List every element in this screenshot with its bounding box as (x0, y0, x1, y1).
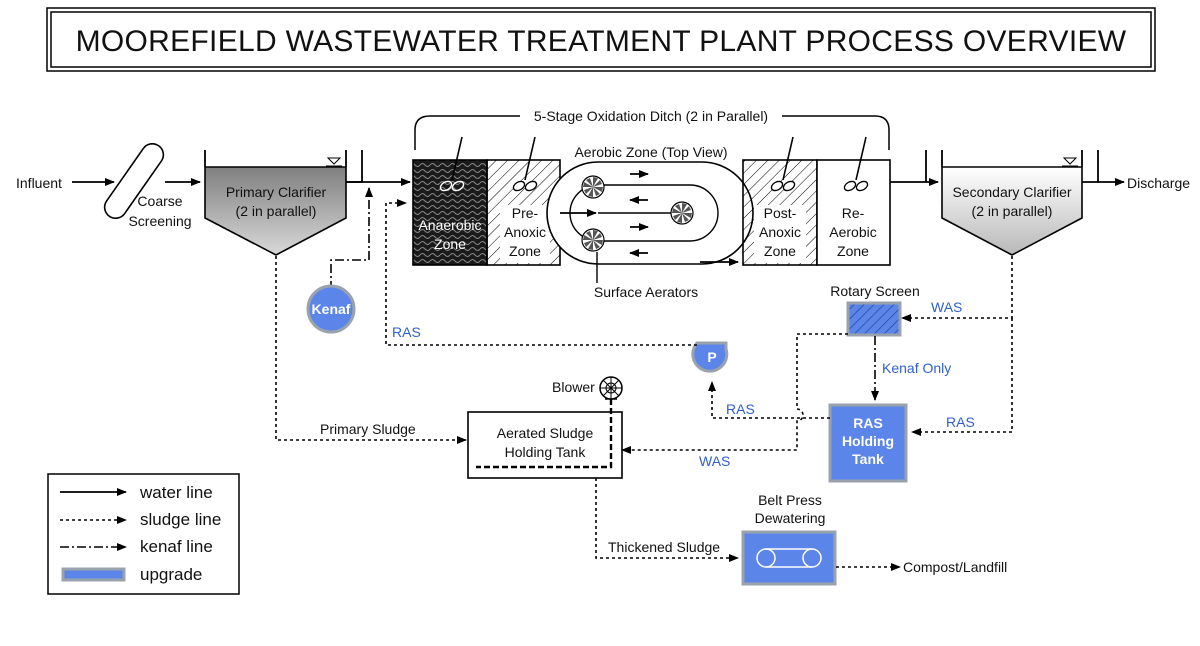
belt-press-label-line2: Dewatering (755, 510, 826, 526)
pre-anoxic-label-line2: Anoxic (504, 224, 546, 240)
was-to-aerated-tank-line (621, 333, 848, 454)
pre-anoxic-mixer-icon (512, 136, 538, 192)
surface-aerator-icon-1 (581, 175, 605, 199)
ras-holding-tank (828, 403, 908, 483)
aerobic-top-view-label: Aerobic Zone (Top View) (574, 144, 727, 160)
pre-anoxic-label-line1: Pre- (512, 205, 539, 221)
ras-return-line (385, 199, 697, 346)
post-anoxic-label-line2: Anoxic (759, 224, 801, 240)
ras-pump-icon (691, 341, 729, 373)
legend-sludge-line: sludge line (140, 510, 221, 529)
kenaf-tank (306, 284, 356, 334)
legend-water-line: water line (139, 483, 213, 502)
ras-right-label: RAS (946, 414, 975, 430)
post-anoxic-label-line3: Zone (764, 243, 796, 259)
ras-pump-label: RAS (726, 401, 755, 417)
ras-holding-tank-label-line1: RAS (853, 415, 883, 431)
thickened-sludge-line (595, 478, 739, 562)
clarifier-overflow-weir (346, 150, 363, 183)
page-title: MOOREFIELD WASTEWATER TREATMENT PLANT PR… (76, 25, 1127, 58)
re-aerobic-label-line3: Zone (837, 243, 869, 259)
blower-label: Blower (552, 379, 595, 395)
compost-label: Compost/Landfill (903, 559, 1007, 575)
primary-clarifier (204, 150, 347, 256)
rotary-screen (846, 301, 902, 337)
ras-top-label: RAS (392, 324, 421, 340)
re-aerobic-zone (816, 159, 891, 266)
primary-sludge-line (275, 256, 467, 444)
legend: water line sludge line kenaf line upgrad… (47, 473, 240, 595)
secondary-clarifier (925, 150, 1099, 256)
kenaf-label: Kenaf (312, 301, 351, 317)
re-aerobic-mixer-icon (843, 136, 869, 192)
pump-label: P (707, 349, 716, 365)
belt-press-label-line1: Belt Press (758, 492, 822, 508)
surface-aerators-label: Surface Aerators (594, 284, 698, 300)
rotary-screen-label: Rotary Screen (830, 283, 919, 299)
influent-label: Influent (16, 175, 62, 191)
coarse-screening-label-line2: Screening (128, 213, 191, 229)
kenaf-feed-line (330, 187, 373, 290)
primary-clarifier-label-line2: (2 in parallel) (236, 203, 317, 219)
primary-sludge-label: Primary Sludge (320, 421, 416, 437)
aerated-tank-label-line2: Holding Tank (505, 444, 587, 460)
discharge-label: Discharge (1127, 175, 1190, 191)
anaerobic-label-line1: Anaerobic (418, 217, 481, 233)
re-aerobic-label-line2: Aerobic (829, 224, 876, 240)
thickened-sludge-label: Thickened Sludge (608, 539, 720, 555)
aerated-sludge-holding-tank (467, 411, 623, 479)
was-bottom-label: WAS (699, 453, 730, 469)
kenaf-only-label: Kenaf Only (882, 360, 951, 376)
ras-holding-tank-label-line3: Tank (852, 451, 884, 467)
re-aerobic-label-line1: Re- (842, 205, 865, 221)
legend-upgrade-swatch (61, 567, 126, 582)
aerated-tank-label-line1: Aerated Sludge (497, 425, 594, 441)
secondary-clarifier-label-line1: Secondary Clarifier (952, 184, 1071, 200)
title-box: MOOREFIELD WASTEWATER TREATMENT PLANT PR… (46, 7, 1156, 72)
belt-press-icon (756, 548, 822, 568)
belt-press-dewatering (741, 530, 837, 586)
legend-upgrade: upgrade (140, 565, 202, 584)
primary-clarifier-label-line1: Primary Clarifier (226, 184, 327, 200)
ditch-title: 5-Stage Oxidation Ditch (2 in Parallel) (534, 108, 768, 124)
aeration-header (476, 399, 613, 469)
ras-holding-tank-label-line2: Holding (842, 433, 894, 449)
ras-to-holding-tank-line (911, 318, 1013, 436)
surface-aerator-icon-3 (581, 228, 605, 252)
legend-kenaf-line: kenaf line (140, 537, 213, 556)
pre-anoxic-label-line3: Zone (509, 243, 541, 259)
surface-aerator-icon-2 (670, 201, 694, 225)
post-anoxic-mixer-icon (770, 136, 796, 192)
was-top-label: WAS (931, 299, 962, 315)
post-anoxic-label-line1: Post- (764, 205, 797, 221)
blower-icon (599, 376, 623, 400)
secondary-clarifier-label-line2: (2 in parallel) (972, 203, 1053, 219)
anaerobic-label-line2: Zone (434, 236, 466, 252)
coarse-screening-label-line1: Coarse (137, 193, 182, 209)
coarse-screen-icon (103, 142, 165, 220)
anaerobic-mixer-icon (439, 136, 465, 192)
